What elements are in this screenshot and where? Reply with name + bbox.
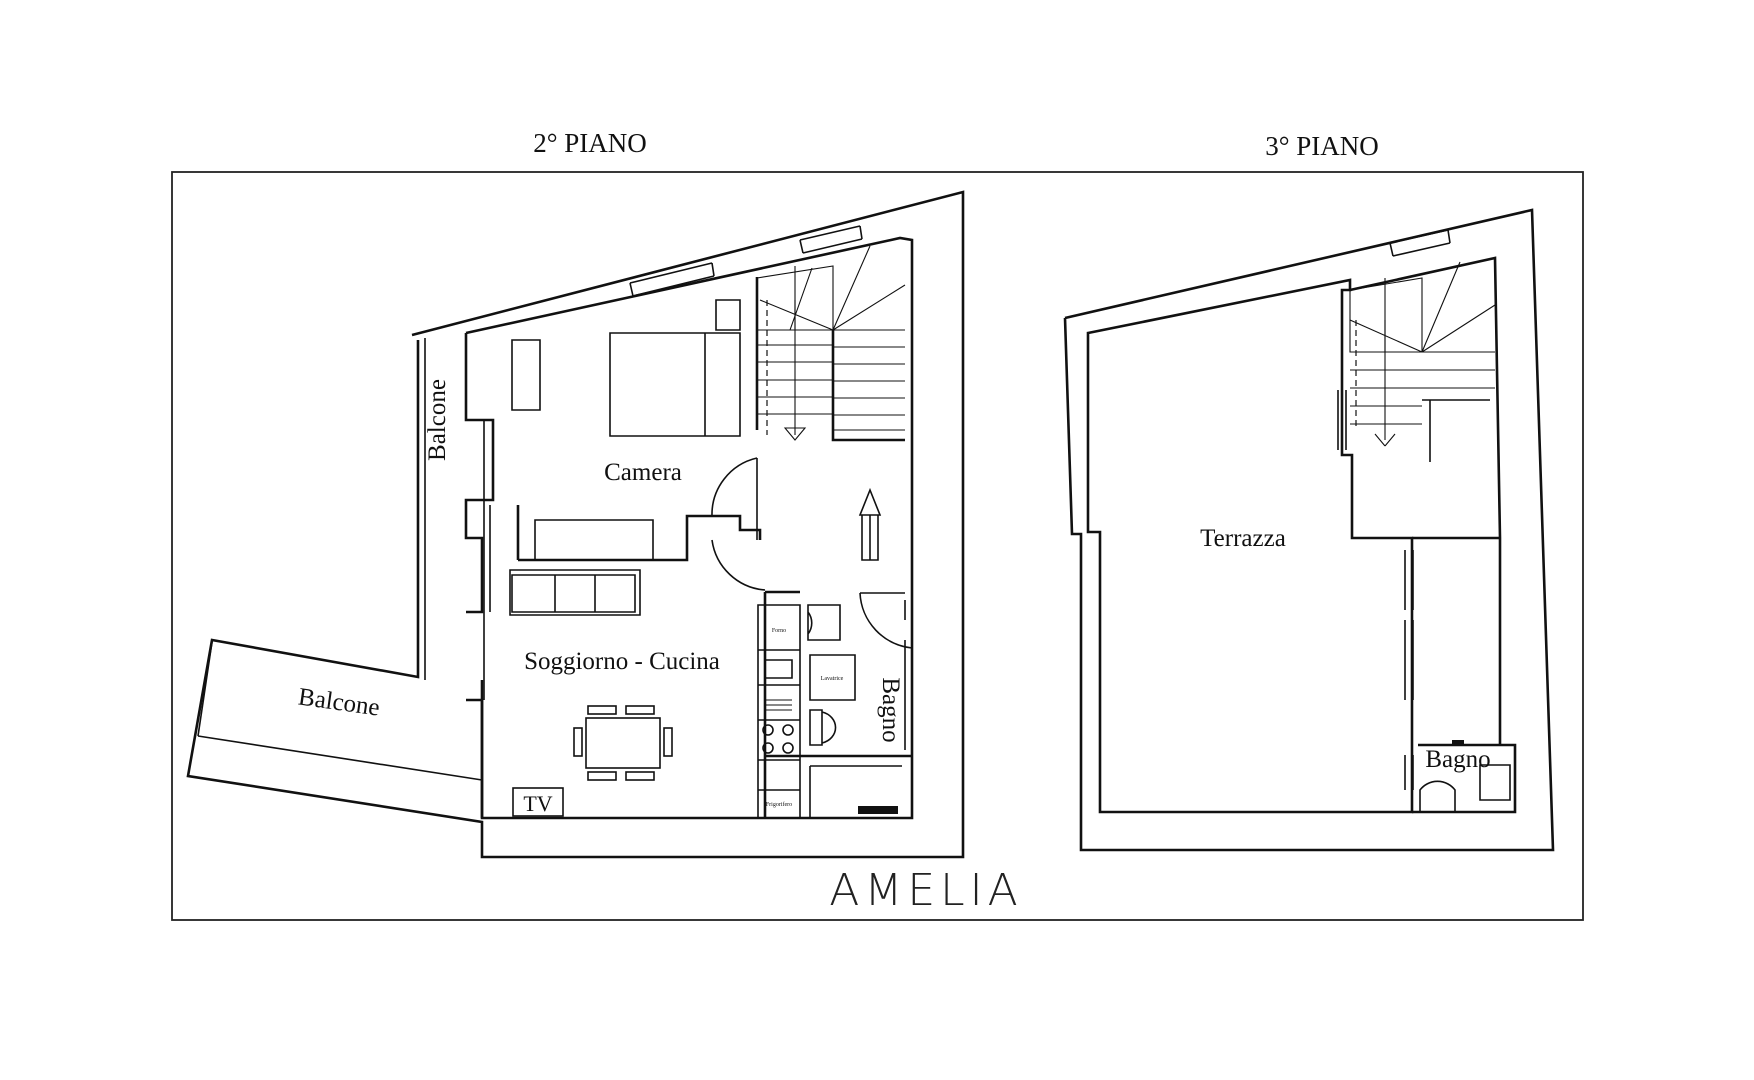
room-label-bagno-third: Bagno bbox=[1425, 746, 1490, 773]
radiator bbox=[858, 806, 898, 814]
second-floor-outer-wall bbox=[186, 190, 965, 859]
wardrobe bbox=[511, 339, 541, 411]
drawing-frame bbox=[171, 171, 1584, 921]
bathroom-door-arc bbox=[859, 592, 913, 649]
third-floor-radiator bbox=[1452, 740, 1464, 746]
third-floor-hall-wall bbox=[1349, 256, 1517, 814]
tv-unit: TV bbox=[512, 787, 564, 817]
third-floor-sink bbox=[1419, 780, 1456, 813]
second-floor-title: 2° PIANO bbox=[533, 128, 647, 158]
staircase-second-floor bbox=[756, 245, 906, 441]
kitchen-sink bbox=[764, 659, 793, 679]
room-label-soggiorno: Soggiorno - Cucina bbox=[524, 648, 720, 675]
left-wall-pier-bot bbox=[466, 698, 484, 818]
bedroom-partition bbox=[518, 514, 762, 562]
left-wall-pier-mid bbox=[464, 505, 484, 614]
double-bed bbox=[609, 332, 741, 437]
bathroom-sink bbox=[807, 604, 841, 641]
left-wall-pier-top bbox=[464, 333, 495, 505]
staircase-third-floor bbox=[1349, 261, 1496, 462]
room-label-terrazza: Terrazza bbox=[1200, 525, 1286, 552]
fridge-label: Frigorifero bbox=[766, 801, 792, 808]
nightstand bbox=[715, 299, 741, 331]
room-label-balcone-side: Balcone bbox=[424, 379, 451, 461]
main-balcony-rail bbox=[197, 735, 483, 781]
side-balcony-rail bbox=[417, 338, 426, 680]
washing-machine bbox=[809, 654, 856, 701]
third-floor-plan: Terrazza Bagno bbox=[1063, 208, 1555, 852]
living-door-arc bbox=[711, 539, 766, 591]
bedroom-door-arc bbox=[711, 457, 758, 517]
third-floor-title: 3° PIANO bbox=[1265, 131, 1379, 161]
oven-label: Forno bbox=[772, 628, 786, 634]
dining-table bbox=[573, 705, 673, 781]
washing-machine-label: Lavatrice bbox=[821, 676, 844, 682]
tv-label: TV bbox=[523, 791, 552, 816]
third-floor-outer-wall bbox=[1063, 208, 1555, 852]
third-floor-toilet bbox=[1479, 764, 1511, 801]
window-top-right bbox=[799, 225, 863, 254]
sofa bbox=[509, 569, 641, 616]
room-label-camera: Camera bbox=[604, 459, 682, 486]
property-name: AMELIA bbox=[829, 865, 1022, 916]
second-floor-inner-wall bbox=[465, 236, 914, 820]
second-floor-plan: Lavatrice Forno Frigorifero bbox=[186, 190, 965, 859]
room-label-balcone-main: Balcone bbox=[297, 684, 382, 722]
desk bbox=[534, 519, 654, 561]
toilet bbox=[809, 709, 837, 746]
window-third-top bbox=[1389, 229, 1451, 257]
stair-up-arrow bbox=[858, 487, 882, 561]
room-label-bagno: Bagno bbox=[877, 677, 904, 742]
window-top-left bbox=[629, 262, 715, 297]
kitchen-column: Forno Frigorifero bbox=[757, 604, 801, 819]
